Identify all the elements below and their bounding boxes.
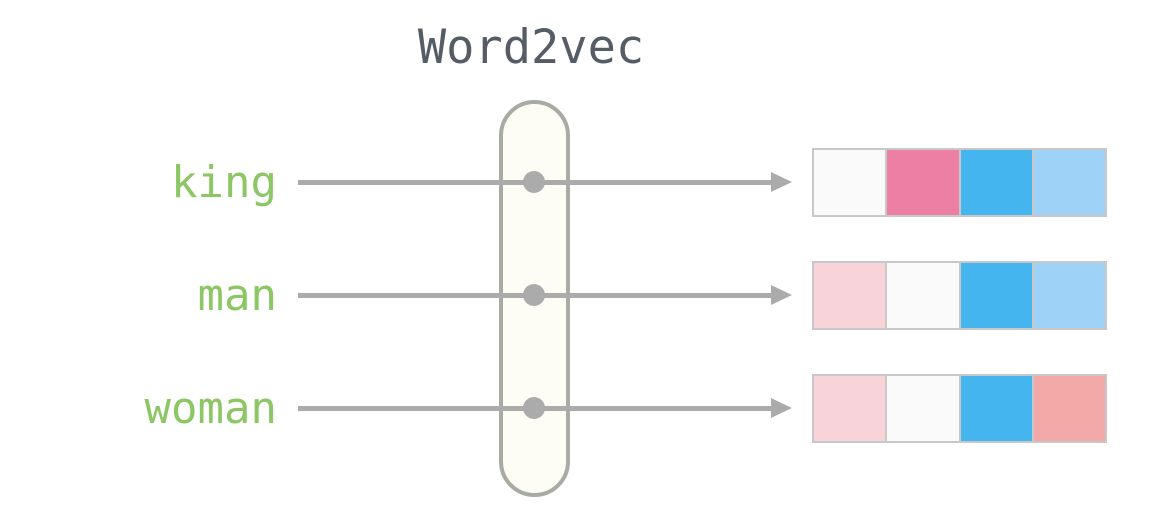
embedding-node-dot	[523, 171, 545, 193]
word2vec-model-capsule	[499, 100, 570, 497]
word-label-woman: woman	[144, 383, 277, 434]
vector-cell	[885, 148, 961, 217]
vector-box-man	[812, 261, 1107, 330]
arrow-head-icon	[771, 172, 792, 192]
embedding-node-dot	[523, 284, 545, 306]
vector-cell	[958, 148, 1034, 217]
arrow-head-icon	[771, 285, 792, 305]
vector-cell	[885, 374, 961, 443]
vector-box-woman	[812, 374, 1107, 443]
vector-cell	[1031, 374, 1107, 443]
embedding-node-dot	[523, 397, 545, 419]
arrow-head-icon	[771, 398, 792, 418]
vector-cell	[812, 261, 888, 330]
vector-cell	[958, 374, 1034, 443]
word-label-king: king	[171, 157, 277, 208]
diagram-title: Word2vec	[417, 20, 645, 75]
vector-cell	[812, 148, 888, 217]
vector-cell	[1031, 148, 1107, 217]
vector-box-king	[812, 148, 1107, 217]
vector-cell	[812, 374, 888, 443]
vector-cell	[885, 261, 961, 330]
vector-cell	[958, 261, 1034, 330]
vector-cell	[1031, 261, 1107, 330]
word-label-man: man	[197, 270, 277, 321]
